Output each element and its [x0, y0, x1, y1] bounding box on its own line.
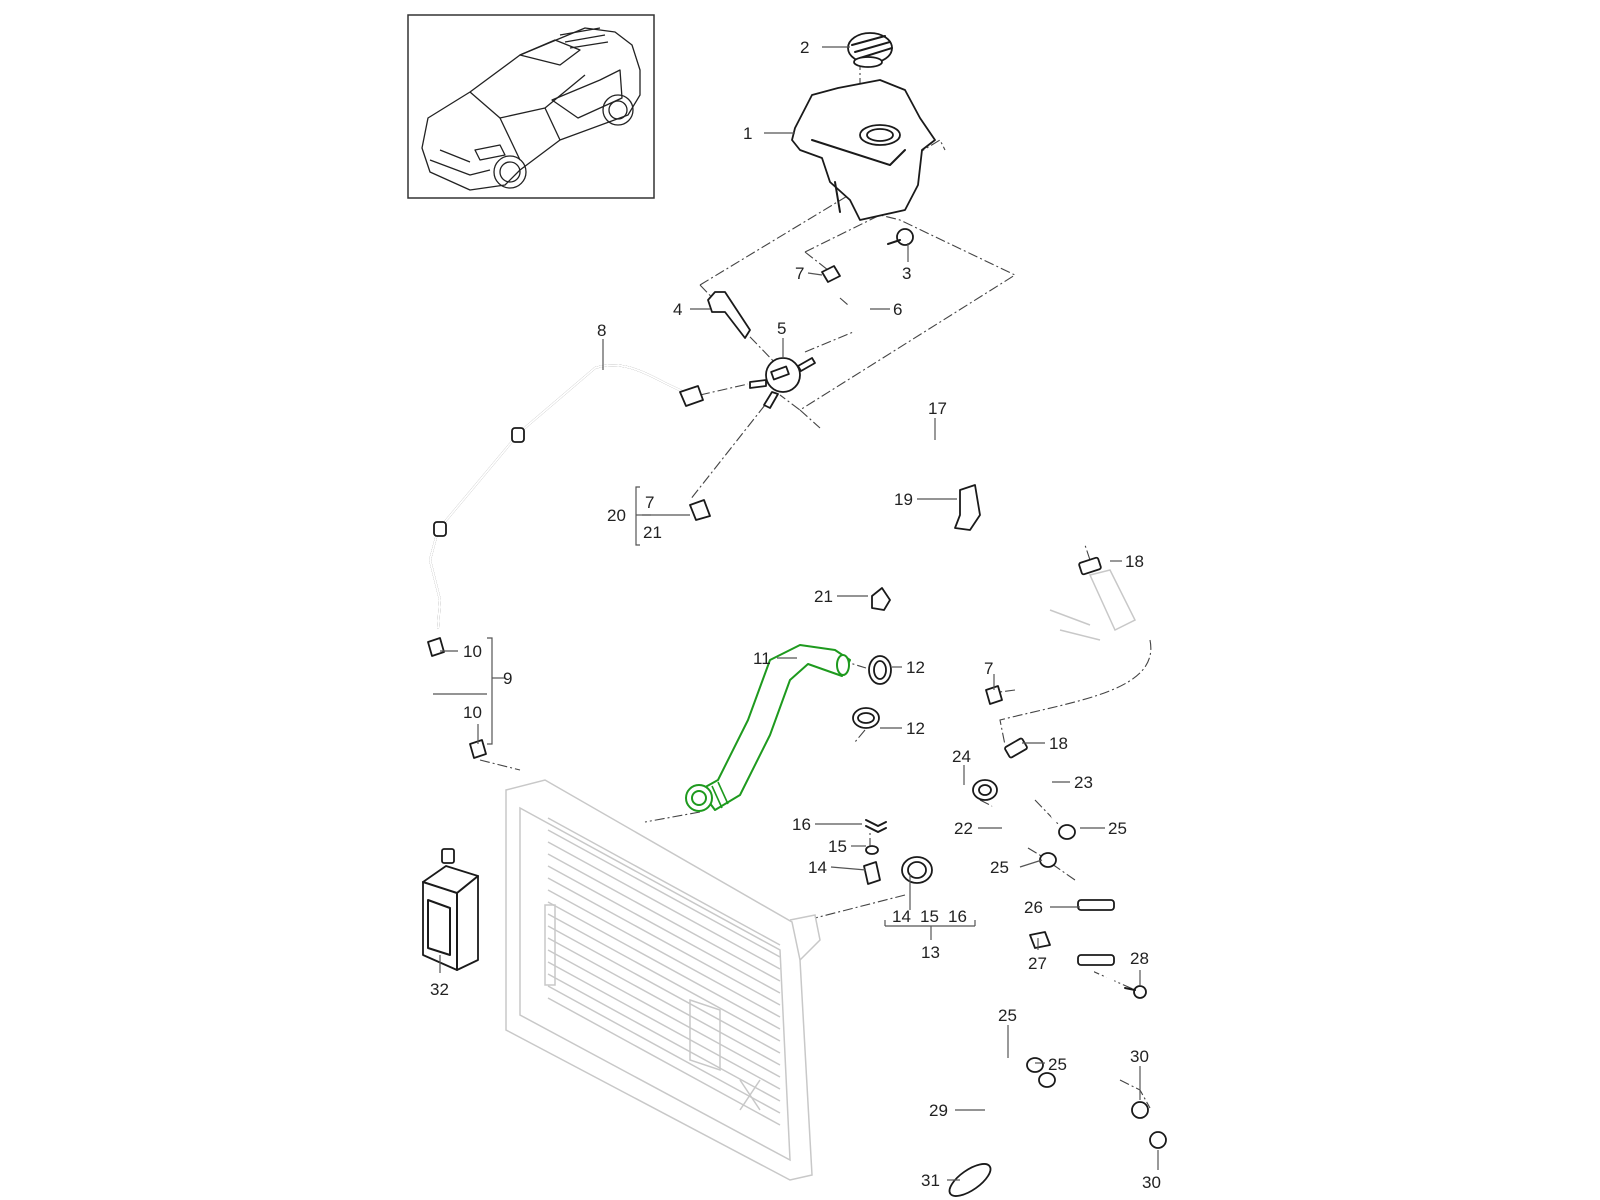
part-24-clamp[interactable] — [972, 779, 998, 801]
thumbnail-frame — [407, 14, 655, 199]
callout-25-c[interactable]: 25 — [998, 1006, 1017, 1025]
callout-13-sub-16[interactable]: 16 — [948, 907, 967, 926]
callout-20-sub-21[interactable]: 21 — [643, 523, 662, 542]
part-20-vent-line[interactable] — [689, 499, 1038, 693]
callout-30-lower[interactable]: 30 — [1142, 1173, 1161, 1192]
part-15-o-ring[interactable] — [865, 845, 879, 855]
callout-leaders — [433, 46, 1159, 1181]
callout-11[interactable]: 11 — [753, 649, 771, 668]
part-14-temperature-sensor[interactable] — [863, 861, 881, 885]
part-19-holder[interactable] — [954, 484, 981, 531]
callout-9[interactable]: 9 — [503, 669, 512, 688]
callout-2[interactable]: 2 — [800, 38, 809, 57]
part-25-clamp-b[interactable] — [1039, 852, 1057, 868]
callout-13-sub-15[interactable]: 15 — [920, 907, 939, 926]
part-16-retaining-clip[interactable] — [865, 819, 887, 833]
part-1-expansion-tank[interactable] — [791, 79, 936, 221]
radiator-ghost — [505, 779, 821, 1181]
part-29-coolant-hose[interactable] — [968, 1083, 1127, 1175]
callout-6[interactable]: 6 — [893, 300, 902, 319]
callout-18-lower[interactable]: 18 — [1049, 734, 1068, 753]
part-13-hose[interactable] — [829, 739, 936, 884]
callout-30-upper[interactable]: 30 — [1130, 1047, 1149, 1066]
callout-16[interactable]: 16 — [792, 815, 811, 834]
callout-10-upper[interactable]: 10 — [463, 642, 482, 661]
pipe-fitting-ghost — [1049, 569, 1137, 641]
part-32-coolant-bottle[interactable] — [422, 848, 479, 971]
callout-12-lower[interactable]: 12 — [906, 719, 925, 738]
part-31-cable-tie[interactable] — [945, 1158, 996, 1200]
part-12-clamp-upper[interactable] — [868, 655, 892, 685]
callout-31[interactable]: 31 — [921, 1171, 940, 1190]
part-28-screw[interactable] — [1124, 985, 1147, 999]
callout-32[interactable]: 32 — [430, 980, 449, 999]
part-8-vent-line[interactable] — [429, 364, 704, 629]
callout-26[interactable]: 26 — [1024, 898, 1043, 917]
part-25-clamp-c[interactable] — [1026, 1057, 1044, 1073]
part-2-tank-cap[interactable] — [847, 32, 893, 68]
callout-27[interactable]: 27 — [1028, 954, 1047, 973]
part-3-screw[interactable] — [887, 228, 914, 246]
callout-7-upper[interactable]: 7 — [795, 264, 804, 283]
callout-4[interactable]: 4 — [673, 300, 682, 319]
callout-10-lower[interactable]: 10 — [463, 703, 482, 722]
callout-labels: 2 1 3 4 5 6 7 8 17 19 18 20 7 21 21 10 9… — [430, 38, 1161, 1192]
part-18-clamp-lower[interactable] — [1004, 737, 1028, 759]
callout-13[interactable]: 13 — [921, 943, 940, 962]
callout-7-lower[interactable]: 7 — [984, 659, 993, 678]
part-30-clamp-upper[interactable] — [1131, 1101, 1149, 1119]
callout-1[interactable]: 1 — [743, 124, 752, 143]
part-26-coolant-pipe[interactable] — [1046, 856, 1116, 1074]
callout-12-upper[interactable]: 12 — [906, 658, 925, 677]
part-30-clamp-lower[interactable] — [1149, 1131, 1167, 1149]
part-21-holder[interactable] — [871, 587, 891, 611]
part-6-elbow-hose[interactable] — [842, 288, 870, 332]
callout-21[interactable]: 21 — [814, 587, 833, 606]
part-18-clamp-upper[interactable] — [1078, 556, 1102, 576]
part-25-clamp-a[interactable] — [1058, 824, 1076, 840]
callout-29[interactable]: 29 — [929, 1101, 948, 1120]
callout-24[interactable]: 24 — [952, 747, 971, 766]
callout-20[interactable]: 20 — [607, 506, 626, 525]
part-4-bracket[interactable] — [707, 291, 751, 339]
callout-22[interactable]: 22 — [954, 819, 973, 838]
part-11-radiator-hose-highlighted[interactable] — [685, 644, 851, 812]
callout-3[interactable]: 3 — [902, 264, 911, 283]
callout-17[interactable]: 17 — [928, 399, 947, 418]
callout-18-upper[interactable]: 18 — [1125, 552, 1144, 571]
callout-19[interactable]: 19 — [894, 490, 913, 509]
callout-25-b[interactable]: 25 — [990, 858, 1009, 877]
callout-23[interactable]: 23 — [1074, 773, 1093, 792]
callout-28[interactable]: 28 — [1130, 949, 1149, 968]
callout-14[interactable]: 14 — [808, 858, 827, 877]
callout-25-a[interactable]: 25 — [1108, 819, 1127, 838]
part-17-vent-hose[interactable] — [823, 429, 1088, 543]
part-12-clamp-lower[interactable] — [852, 707, 880, 729]
callout-8[interactable]: 8 — [597, 321, 606, 340]
vehicle-thumbnail[interactable] — [407, 14, 655, 199]
part-27-holder[interactable] — [1029, 931, 1051, 949]
callout-20-sub-7[interactable]: 7 — [645, 493, 654, 512]
callout-5[interactable]: 5 — [777, 319, 786, 338]
suv-car-icon — [421, 27, 641, 191]
callout-15[interactable]: 15 — [828, 837, 847, 856]
callout-25-d[interactable]: 25 — [1048, 1055, 1067, 1074]
part-25-clamp-d[interactable] — [1038, 1072, 1056, 1088]
part-22-hose[interactable] — [992, 797, 1028, 853]
callout-13-sub-14[interactable]: 14 — [892, 907, 911, 926]
part-5-distributor[interactable] — [749, 357, 816, 409]
part-7-clip-upper[interactable] — [821, 265, 841, 283]
part-10-clip-upper — [427, 637, 445, 657]
part-23-hose[interactable] — [1033, 758, 1065, 822]
assembly-dash-lines — [479, 60, 1152, 1109]
